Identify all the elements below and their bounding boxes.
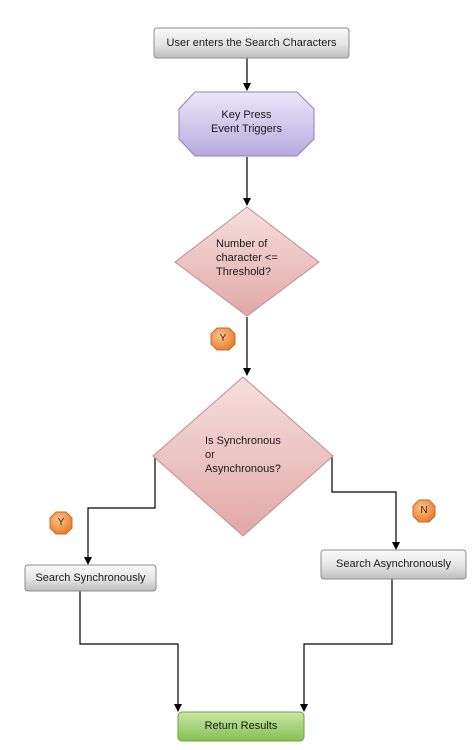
badge-threshold-yes: [210, 327, 236, 351]
decision-sync-async: [152, 376, 334, 537]
badge-async-no-label: N: [420, 505, 428, 516]
connectors: [79, 58, 400, 712]
decision-threshold-line2: character <=: [216, 252, 278, 264]
connector-decision2-to-sync: [84, 455, 156, 565]
decision-threshold: [174, 206, 320, 317]
badge-async-no: [412, 499, 436, 523]
decision-threshold-line3: Threshold?: [216, 266, 272, 278]
badge-sync-yes: [49, 511, 73, 535]
connector-decision2-to-async: [331, 455, 400, 550]
async-label: Search Asynchronously: [336, 558, 451, 570]
decision-sync-async-line3: Asynchronous?: [205, 463, 281, 475]
end-label: Return Results: [204, 720, 278, 732]
connector-async-to-end: [300, 579, 393, 712]
decision-sync-async-line1: Is Synchronous: [205, 435, 281, 447]
event-label-line1: Key Press: [221, 109, 272, 121]
event-label-line2: Event Triggers: [211, 123, 282, 135]
decision-threshold-line1: Number of: [216, 238, 268, 250]
sync-node: [24, 564, 157, 592]
async-node: [320, 549, 467, 580]
connector-sync-to-end: [79, 591, 182, 712]
start-label: User enters the Search Characters: [166, 37, 337, 49]
event-node: [178, 91, 315, 157]
sync-label: Search Synchronously: [35, 572, 146, 584]
badge-threshold-yes-label: Y: [219, 333, 227, 344]
decision-sync-async-line2: or: [205, 449, 215, 461]
end-node: [177, 711, 305, 742]
badge-sync-yes-label: Y: [57, 517, 65, 528]
start-node: [153, 27, 350, 59]
